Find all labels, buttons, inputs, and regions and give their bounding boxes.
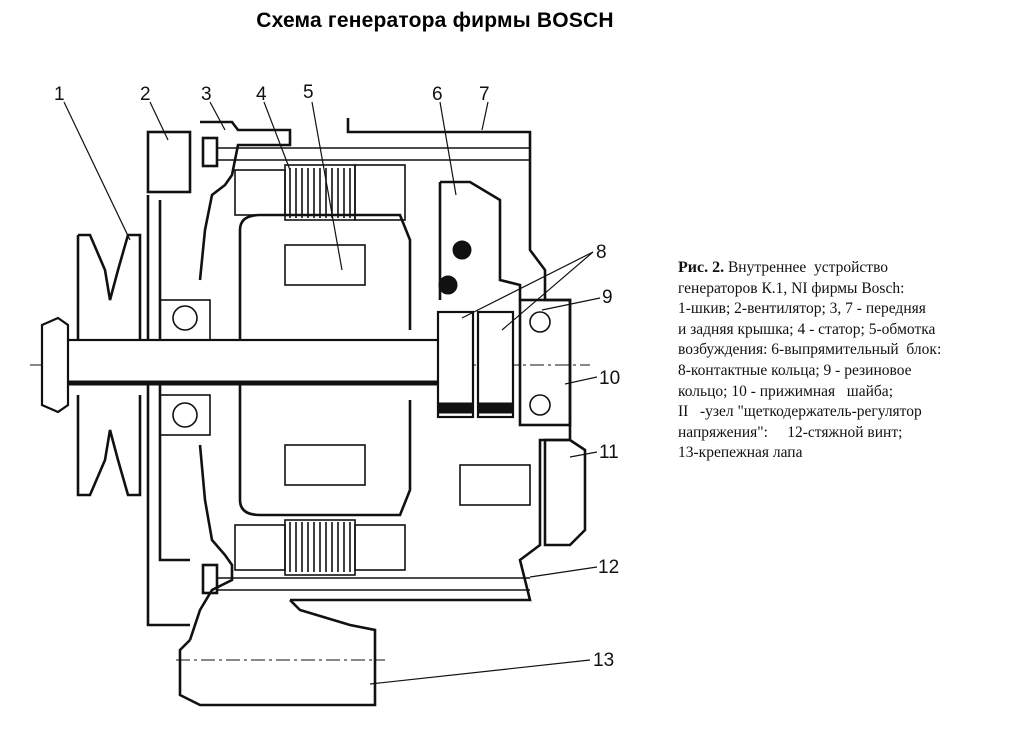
- label-10: 10: [599, 368, 620, 389]
- fan-block: [146, 130, 192, 194]
- excitation-winding-top: [284, 244, 366, 286]
- caption-line-6: 8-контактные кольца; 9 - резиновое: [678, 361, 912, 379]
- caption-line-7: кольцо; 10 - прижимная шайба;: [678, 382, 893, 400]
- excitation-winding-bottom: [284, 444, 366, 486]
- front-bearing-top: [159, 299, 211, 341]
- label-1: 1: [54, 84, 65, 105]
- diode-1: [452, 240, 472, 260]
- caption-line-4: и задняя крышка; 4 - статор; 5-обмотка: [678, 320, 936, 338]
- figure-caption: Рис. 2. Внутреннее устройство генераторо…: [678, 258, 1018, 464]
- rotor-claw-pole: [238, 213, 412, 517]
- caption-line-3: 1-шкив; 2-вентилятор; 3, 7 - передняя: [678, 300, 926, 318]
- diagram-title: Схема генератора фирмы BOSCH: [256, 9, 614, 32]
- front-cover: [188, 120, 292, 641]
- label-11: 11: [599, 442, 619, 463]
- stator-lamination-hatching: [289, 168, 351, 572]
- label-3: 3: [201, 84, 212, 105]
- fan-outline: [146, 195, 190, 627]
- mounting-foot: [178, 599, 377, 707]
- front-cover-bolt-head-top: [201, 136, 219, 168]
- caption-line-8: II -узел "щеткодержатель-регулятор: [678, 403, 922, 421]
- caption-line-5: возбуждения: 6-выпрямительный блок:: [678, 341, 942, 359]
- leader-lines: [63, 101, 601, 685]
- label-7: 7: [479, 84, 490, 105]
- label-8: 8: [596, 242, 607, 263]
- stator-bottom: [234, 519, 406, 576]
- figure-reference: Рис. 2.: [678, 259, 725, 276]
- label-12: 12: [598, 557, 619, 578]
- caption-line-1: Рис. 2. Внутреннее устройство: [678, 259, 889, 276]
- slip-ring-2: [476, 310, 515, 419]
- label-6: 6: [432, 84, 443, 105]
- front-cover-bolt-head-bottom: [201, 563, 219, 595]
- label-13: 13: [593, 650, 614, 671]
- caption-line-9: напряжения": 12-стяжной винт;: [678, 423, 903, 441]
- slip-ring-1: [436, 310, 475, 419]
- pulley: [76, 233, 142, 497]
- label-5: 5: [303, 82, 314, 103]
- diode-2: [438, 275, 458, 295]
- brush-holder-regulator: [543, 438, 587, 547]
- caption-line-10: 13-крепежная лапа: [678, 444, 803, 462]
- label-4: 4: [256, 84, 267, 105]
- caption-line-2: генераторов К.1, NI фирмы Bosch:: [678, 279, 905, 297]
- rear-bearing-housing: [518, 298, 572, 427]
- label-2: 2: [140, 84, 151, 105]
- label-9: 9: [602, 287, 613, 308]
- shaft-nut: [40, 316, 70, 414]
- front-bearing-bottom: [159, 394, 211, 436]
- shaft: [58, 338, 442, 384]
